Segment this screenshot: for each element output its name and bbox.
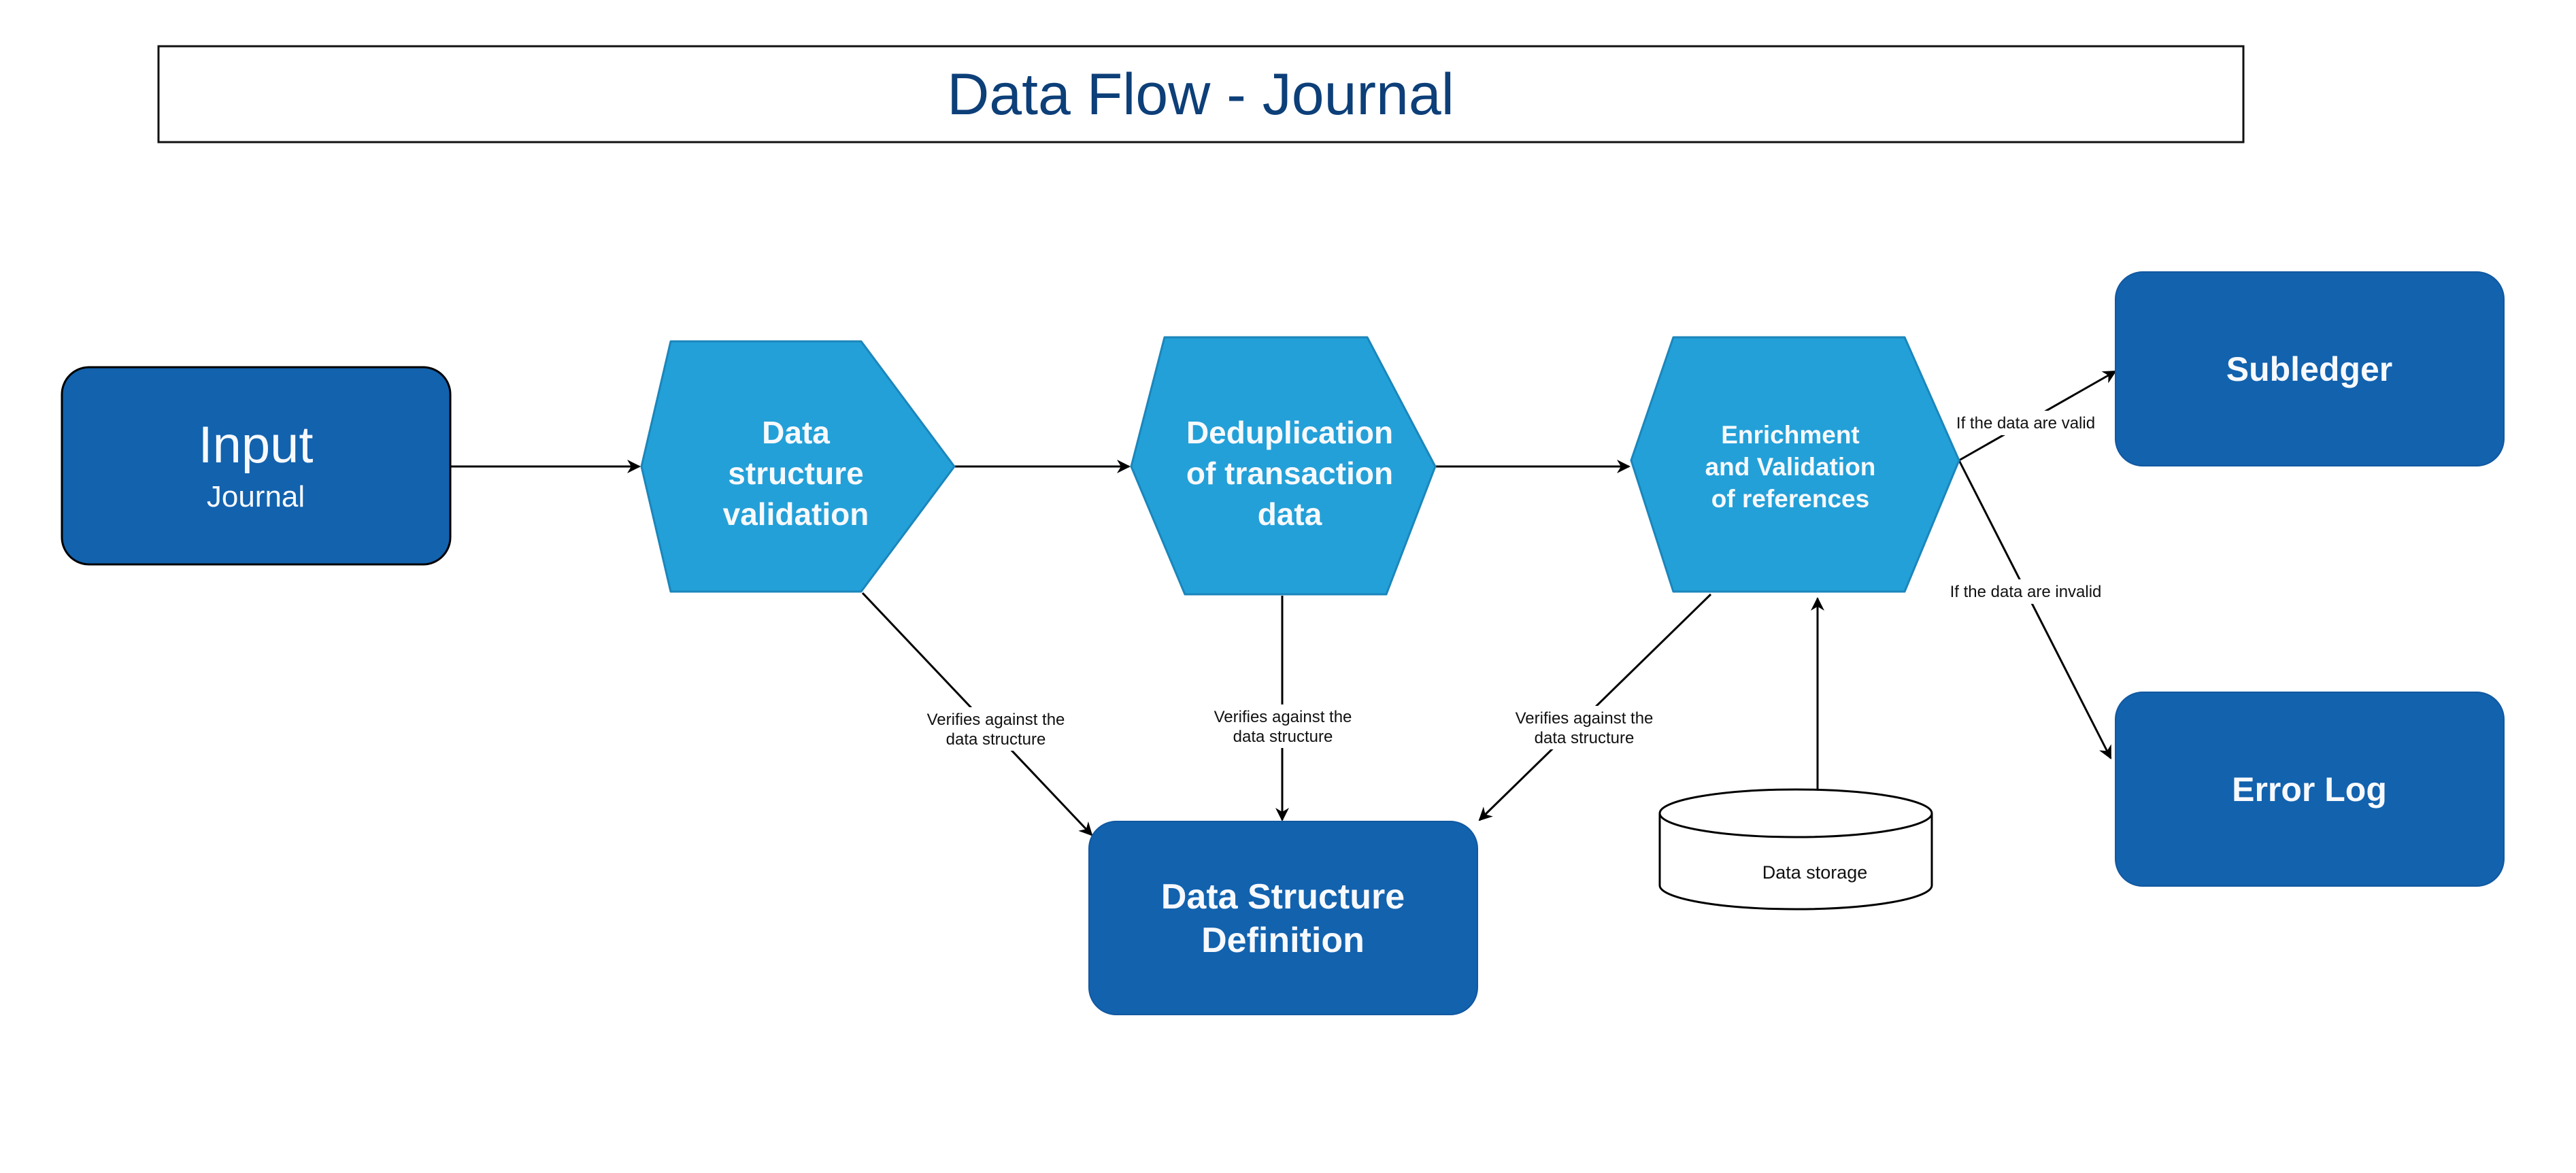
svg-text:If the data are invalid: If the data are invalid (1950, 583, 2102, 601)
edge-label-invalid: If the data are invalid (1939, 579, 2113, 604)
edge-label-line: data structure (1233, 728, 1333, 746)
edge-label-line: Verifies against the (1214, 708, 1352, 726)
node-error-log[interactable]: Error Log (2115, 692, 2505, 887)
node-label-line: Data Structure (1161, 877, 1405, 917)
edge-label-verifies-1: Verifies against the data structure (915, 707, 1078, 751)
node-input[interactable]: Input Journal (61, 366, 452, 566)
edge-label-line: Verifies against the (927, 711, 1065, 729)
node-label-line: Enrichment (1721, 421, 1860, 449)
page-title: Data Flow - Journal (947, 62, 1454, 127)
svg-text:If the data are valid: If the data are valid (1956, 414, 2095, 432)
node-label-line: structure (728, 456, 863, 491)
node-label-line: validation (723, 496, 869, 532)
node-input-title: Input (198, 416, 313, 474)
node-input-subtitle: Journal (207, 480, 305, 513)
node-label-line: Definition (1201, 921, 1365, 960)
node-label-line: of transaction (1186, 456, 1393, 491)
node-subledger[interactable]: Subledger (2115, 271, 2505, 466)
node-error-log-label: Error Log (2232, 770, 2387, 809)
edge-label-line: data structure (946, 730, 1046, 749)
edge-label-verifies-3: Verifies against the data structure (1505, 706, 1668, 749)
node-data-structure-validation[interactable]: Data structure validation (640, 340, 956, 593)
edge-label-line: Verifies against the (1516, 709, 1654, 728)
node-data-storage-label: Data storage (1762, 862, 1868, 883)
node-data-storage[interactable]: Data storage (1658, 788, 1933, 911)
node-label-line: Data (762, 415, 830, 450)
node-enrichment[interactable]: Enrichment and Validation of references (1630, 336, 1960, 593)
node-data-structure-definition[interactable]: Data Structure Definition (1088, 821, 1478, 1015)
node-label-line: and Validation (1705, 453, 1876, 481)
node-subledger-label: Subledger (2226, 350, 2392, 388)
node-label-line: Deduplication (1186, 415, 1393, 450)
node-label-line: data (1258, 496, 1322, 532)
cylinder-top (1658, 788, 1933, 838)
node-deduplication[interactable]: Deduplication of transaction data (1130, 336, 1437, 596)
edge-label-verifies-2: Verifies against the data structure (1204, 704, 1360, 748)
title-box: Data Flow - Journal (157, 45, 2245, 143)
node-label-line: of references (1711, 485, 1869, 513)
edge-enrichment-to-errorlog (1958, 460, 2112, 760)
edge-label-valid: If the data are valid (1947, 411, 2107, 435)
edge-label-line: data structure (1535, 729, 1635, 747)
